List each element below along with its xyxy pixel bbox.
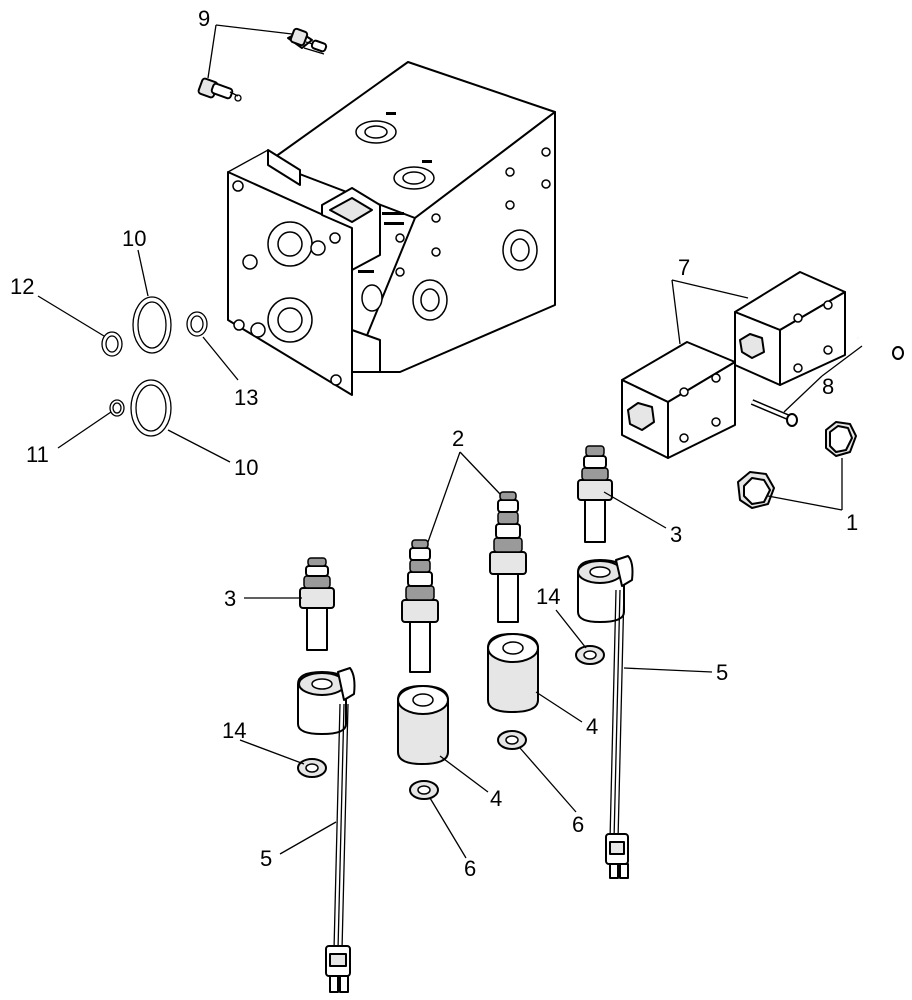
cartridge-valve-3-right: [577, 445, 613, 543]
o-ring-12: [101, 331, 123, 357]
callout-3-left: 3: [224, 586, 236, 611]
callout-11: 11: [26, 442, 49, 467]
leader-lines: [37, 24, 863, 859]
valve-block: [227, 61, 556, 396]
cap-1-lower: [737, 471, 775, 509]
module-7-rear: [734, 271, 846, 386]
callout-10-upper: 10: [122, 226, 146, 251]
cartridge-valve-3-left: [299, 557, 335, 651]
o-ring-10-lower: [130, 379, 172, 437]
cap-1-upper: [825, 421, 857, 457]
plug-9-lower: [197, 77, 242, 102]
cartridge-valve-2-left: [401, 539, 439, 673]
coil-4-upper: [487, 633, 539, 713]
o-ring-11: [109, 399, 125, 417]
solenoid-harness-5-left: [297, 667, 356, 993]
solenoid-harness-5-right: [577, 555, 634, 879]
callout-13: 13: [234, 385, 258, 410]
washer-14-right: [575, 645, 605, 665]
coil-4-lower: [397, 685, 449, 765]
screw-8-left: [750, 399, 798, 427]
callout-4-lower: 4: [490, 786, 502, 811]
callout-6-upper: 6: [572, 812, 584, 837]
callout-9: 9: [198, 6, 210, 31]
callout-2: 2: [452, 426, 464, 451]
module-7-front: [621, 341, 736, 459]
callout-5-left: 5: [260, 846, 272, 871]
callouts: 9 10 12 13 11 10 7 8 1 2 3 3 14 14 5 5 4…: [10, 6, 858, 881]
screw-8-right: [857, 336, 904, 360]
callout-3-right: 3: [670, 522, 682, 547]
o-ring-10-upper: [132, 296, 172, 354]
callout-14-right: 14: [536, 584, 560, 609]
callout-1: 1: [846, 510, 858, 535]
washer-6-upper: [497, 730, 527, 750]
callout-8: 8: [822, 374, 834, 399]
cartridge-valve-2-right: [489, 491, 527, 623]
callout-7: 7: [678, 255, 690, 280]
washer-6-lower: [409, 780, 439, 800]
callout-14-left: 14: [222, 718, 246, 743]
callout-6-lower: 6: [464, 856, 476, 881]
callout-12: 12: [10, 274, 34, 299]
washer-14-left: [297, 758, 327, 778]
callout-10-lower: 10: [234, 455, 258, 480]
o-ring-13: [186, 311, 208, 337]
callout-4-upper: 4: [586, 714, 598, 739]
callout-5-right: 5: [716, 660, 728, 685]
plug-9-upper: [287, 27, 328, 55]
